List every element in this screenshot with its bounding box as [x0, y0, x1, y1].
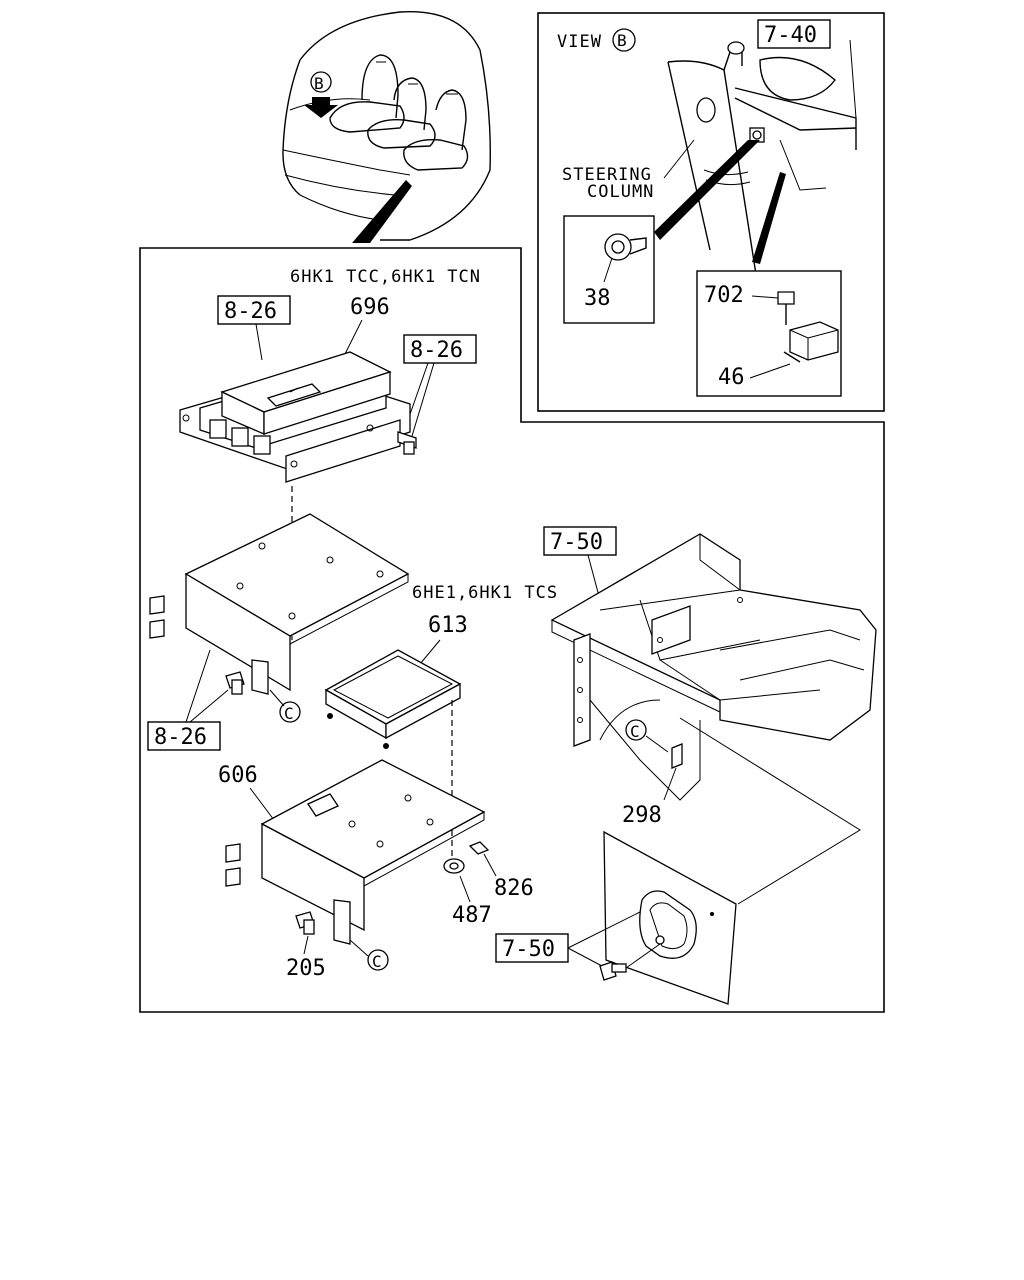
clip-826-drawing: 826 [468, 841, 534, 901]
ref-box-7-50-b: 7-50 [495, 911, 641, 967]
ref-7-40-label: 7-40 [764, 23, 817, 48]
part-613-callout: 613 [419, 613, 468, 665]
ecu-696-drawing [179, 351, 417, 483]
upper-bracket-drawing: C [149, 486, 410, 723]
inset-frame-view-b [537, 12, 885, 412]
view-b-letter-on-cab: B [314, 74, 324, 93]
detail-box-702-46: 702 46 [696, 270, 842, 397]
cab-interior-sketch: B [282, 10, 491, 243]
callout-c-lower: C [372, 952, 382, 971]
ref-box-7-40: 7-40 [757, 19, 831, 49]
part-298-label: 298 [622, 803, 662, 828]
seat-frame-drawing: C [550, 533, 877, 905]
variant-bottom-text: 6HE1,6HK1 TCS [412, 583, 558, 603]
part-696-callout: 696 [343, 295, 390, 357]
ref-8-26-b-label: 8-26 [410, 338, 463, 363]
steering-column-line2: COLUMN [587, 182, 654, 202]
detail-box-38: 38 [563, 215, 655, 324]
variant-label-bottom: 6HE1,6HK1 TCS [412, 583, 558, 603]
ref-7-50-b-label: 7-50 [502, 937, 555, 962]
part-702-label: 702 [704, 283, 744, 308]
part-205-callout: 205 [286, 935, 326, 981]
callout-c-frame: C [630, 722, 640, 741]
ref-box-8-26-b: 8-26 [403, 334, 477, 437]
steering-column-drawing [654, 39, 857, 301]
ref-8-26-c-label: 8-26 [154, 725, 207, 750]
part-205-label: 205 [286, 956, 326, 981]
part-487-label: 487 [452, 903, 492, 928]
bracket-606-drawing: C [225, 759, 486, 971]
part-606-callout: 606 [218, 763, 275, 821]
steering-column-label: STEERING COLUMN [562, 139, 695, 202]
ref-box-8-26-c: 8-26 [147, 649, 229, 751]
side-panel-drawing [599, 830, 737, 1005]
part-298-callout: 298 [622, 803, 662, 828]
part-46-label: 46 [718, 365, 745, 390]
ref-7-50-a-label: 7-50 [550, 530, 603, 555]
view-label: VIEW [557, 32, 602, 52]
callout-c-upper: C [284, 704, 294, 723]
variant-label-top: 6HK1 TCC,6HK1 TCN [290, 267, 481, 287]
part-826-label: 826 [494, 876, 534, 901]
part-613-label: 613 [428, 613, 468, 638]
ref-8-26-a-label: 8-26 [224, 299, 277, 324]
view-letter: B [617, 31, 627, 50]
nut-487-drawing: 487 [443, 858, 492, 928]
ref-box-7-50-a: 7-50 [543, 526, 617, 601]
steering-column-line1: STEERING [562, 165, 652, 185]
part-38-label: 38 [584, 286, 611, 311]
view-b-header: VIEW B [557, 28, 636, 52]
ref-box-8-26-a: 8-26 [217, 295, 291, 361]
ecu-613-drawing [324, 649, 462, 858]
part-606-label: 606 [218, 763, 258, 788]
main-frame [139, 247, 885, 1013]
variant-top-text: 6HK1 TCC,6HK1 TCN [290, 267, 481, 287]
part-696-label: 696 [350, 295, 390, 320]
